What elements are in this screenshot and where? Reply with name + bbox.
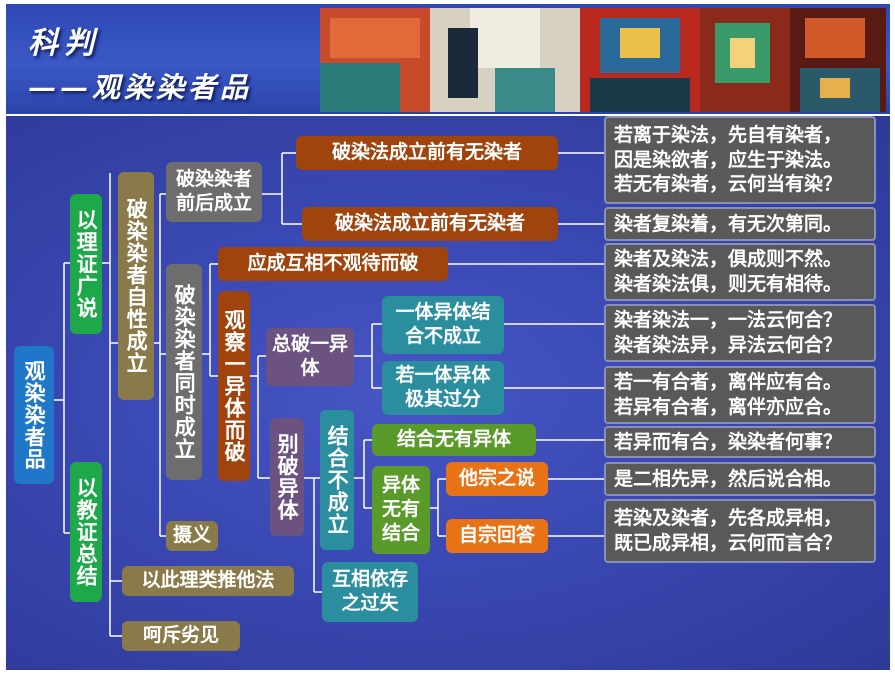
node-not-established: 结合不成立 [320, 410, 354, 550]
leaf-line: 是二相先异，然后说合相。 [614, 467, 843, 490]
node-simultaneous: 破染染者同时成立 [166, 264, 202, 480]
leaf-line: 若无有染者，云何当有染？ [614, 173, 843, 196]
node-rebuke: 呵斥劣见 [122, 621, 240, 651]
node-combine-1: 一体异体结合不成立 [382, 296, 504, 354]
node-codependent: 互相依存之过失 [322, 562, 418, 622]
leaf-verse-5: 若一有合者，离伴应有合。 若异有合者，离伴亦应合。 [604, 366, 876, 424]
node-combine-2: 若一体异体极其过分 [382, 361, 504, 415]
node-root: 观染染者品 [14, 346, 54, 484]
leaf-line: 染者染法俱，则无有相待。 [614, 273, 843, 295]
node-mutual: 应成互相不观待而破 [218, 247, 448, 281]
node-total: 总破一异体 [266, 328, 354, 386]
node-dharma-second: 破染法成立前有无染者 [302, 207, 558, 241]
node-separate: 别破异体 [270, 418, 304, 536]
leaf-line: 染者染法一，一法云何合？ [614, 309, 843, 332]
leaf-verse-7: 是二相先异，然后说合相。 [604, 462, 876, 496]
connector-lines [54, 152, 604, 637]
leaf-line: 若染及染者，先各成异相， [614, 507, 843, 530]
node-self-nature: 破染染者自性成立 [118, 172, 154, 400]
node-other-school: 他宗之说 [446, 462, 548, 496]
leaf-line: 若一有合者，离伴应有合。 [614, 371, 843, 394]
leaf-verse-3: 染者及染法，俱成则不然。 染者染法俱，则无有相待。 [604, 243, 876, 301]
leaf-line: 因是染欲者，应生于染法。 [614, 148, 843, 171]
node-scripture: 以教证总结 [70, 462, 102, 602]
leaf-line: 若异而有合，染染者何事？ [614, 430, 843, 453]
leaf-line: 若离于染法，先自有染者， [614, 123, 843, 146]
leaf-verse-4: 染者染法一，一法云何合？ 染者染法异，异法云何合？ [604, 304, 876, 362]
leaf-line: 染者复染着，有无次第同。 [614, 212, 843, 235]
leaf-verse-6: 若异而有合，染染者何事？ [604, 426, 876, 458]
node-own-answer: 自宗回答 [446, 519, 548, 553]
leaf-verse-8: 若染及染者，先各成异相， 既已成异相，云何而言合？ [604, 499, 876, 563]
leaf-line: 既已成异相，云何而言合？ [614, 532, 843, 554]
leaf-line: 染者染法异，异法云何合？ [614, 334, 843, 356]
node-analogy: 以此理类推他法 [122, 566, 294, 596]
node-diff-no-combine: 异体无有结合 [372, 466, 430, 554]
leaf-verse-1: 若离于染法，先自有染者， 因是染欲者，应生于染法。 若无有染者，云何当有染？ [604, 116, 876, 204]
leaf-line: 若异有合者，离伴亦应合。 [614, 396, 843, 418]
node-before-after: 破染染者前后成立 [166, 162, 262, 222]
leaf-verse-2: 染者复染着，有无次第同。 [604, 207, 876, 241]
node-one-diff: 观察一异体而破 [218, 291, 250, 481]
node-reason: 以理证广说 [70, 194, 102, 334]
node-summary: 摄义 [166, 521, 218, 551]
node-dharma-first: 破染法成立前有无染者 [296, 136, 558, 170]
page-title: 科判 [28, 26, 100, 61]
node-no-difference: 结合无有异体 [372, 424, 536, 456]
diagram-area: 观染染者品 以理证广说 以教证总结 破染染者自性成立 以此理类推他法 呵斥劣见 … [6, 116, 890, 670]
page-subtitle: ——观染染者品 [28, 71, 253, 104]
banner-painting [320, 8, 886, 112]
leaf-line: 染者及染法，俱成则不然。 [614, 248, 843, 271]
